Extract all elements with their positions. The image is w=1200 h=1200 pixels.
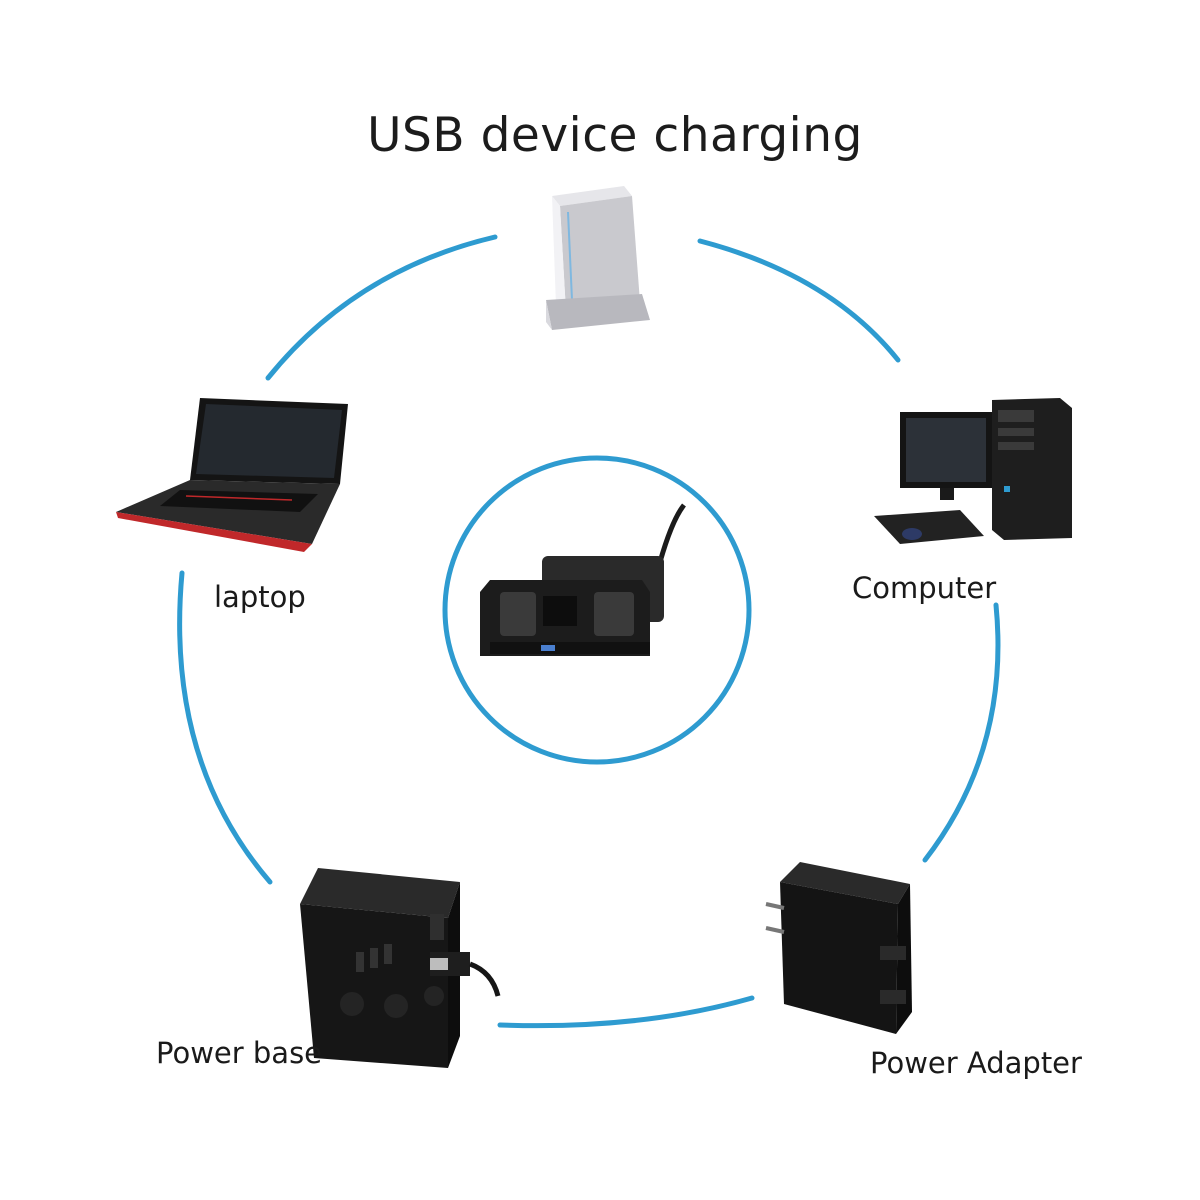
charging-dock-icon <box>480 503 687 656</box>
wall-adapter-icon <box>765 862 912 1034</box>
label-power-adapter: Power Adapter <box>870 1046 1082 1080</box>
label-power-base: Power base <box>156 1036 323 1070</box>
ring-arc-left <box>177 570 273 885</box>
label-laptop: laptop <box>214 580 306 614</box>
label-computer: Computer <box>852 571 997 605</box>
inner-ring <box>442 455 752 765</box>
game-console-icon <box>546 186 650 330</box>
ring-arc-top-right <box>697 238 901 363</box>
outer-ring <box>177 234 1001 1029</box>
desktop-computer-icon <box>874 398 1072 544</box>
ring-arc-right <box>922 602 1001 863</box>
ring-arc-bottom <box>497 995 755 1029</box>
laptop-icon <box>116 398 348 552</box>
power-strip-icon <box>300 868 501 1068</box>
page-title: USB device charging <box>367 108 863 163</box>
ring-arc-top-left <box>265 234 498 381</box>
